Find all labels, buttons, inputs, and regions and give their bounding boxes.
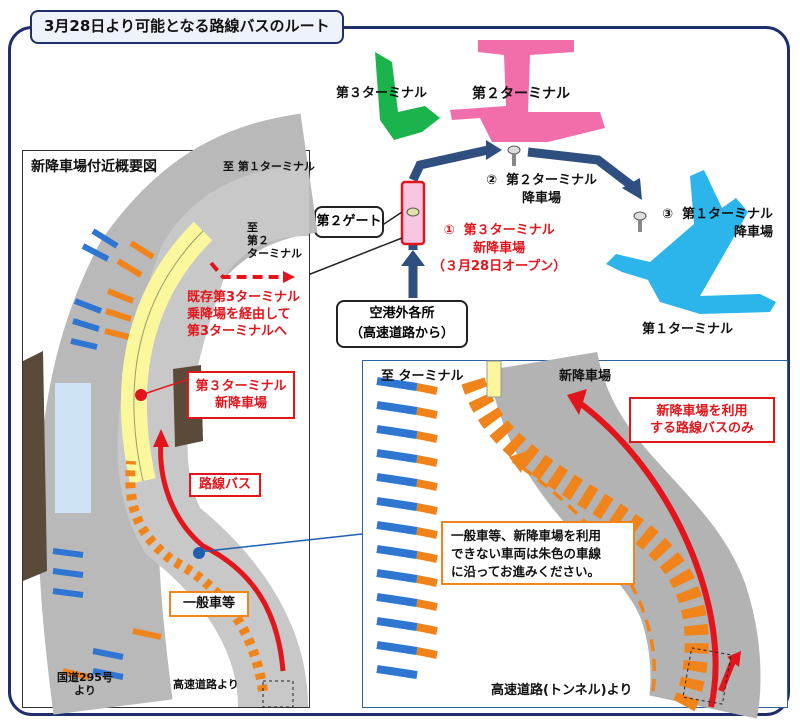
origin-box: 空港外各所 （高速道路から） xyxy=(336,300,468,348)
bus-label: 路線バス xyxy=(189,473,261,497)
arrow-head-t1 xyxy=(622,178,642,200)
route295-label: 国道295号 より xyxy=(57,671,113,697)
t2-stop-label: ② 第２ターミナル 降車場 xyxy=(486,173,598,206)
terminal2-shape xyxy=(450,40,605,142)
general-label: 一般車等 xyxy=(169,591,249,617)
route-arrow-to-t1 xyxy=(527,147,635,190)
gate-box: 第２ゲート xyxy=(314,206,384,238)
right-new-stop-label: 新降車場 xyxy=(559,369,612,384)
to-terminal-label: 至 ターミナル xyxy=(381,369,464,384)
t3-new-stop-label: ① 第３ターミナル 新降車場 （３月28日オープン） xyxy=(432,223,567,274)
terminal2-label: 第２ターミナル xyxy=(472,86,570,102)
arrow-head-t2 xyxy=(486,140,502,160)
bus-only-box: 新降車場を利用 する路線バスのみ xyxy=(629,397,775,443)
terminal3-label: 第３ターミナル xyxy=(336,86,428,101)
t1-stop-marker xyxy=(633,211,647,232)
terminal1-shape xyxy=(606,170,776,314)
orange-lane xyxy=(461,377,709,714)
to-t2-label: 至 第２ ターミナル xyxy=(247,221,302,260)
right-panel: 至 ターミナル 新降車場 新降車場を利用 する路線バスのみ 一般車等、新降車場を… xyxy=(362,350,788,719)
expressway-label: 高速道路より xyxy=(173,678,239,691)
t1-stop-label: ③ 第１ターミナル 降車場 xyxy=(662,207,774,240)
route-arrow-to-t2 xyxy=(408,145,489,182)
general-note-box: 一般車等、新降車場を利用 できない車両は朱色の車線 に沿ってお進みください。 xyxy=(441,521,635,585)
terminal1-label: 第１ターミナル xyxy=(642,322,734,337)
general-route-line xyxy=(125,460,268,692)
right-map xyxy=(376,350,761,719)
t2-stop-marker xyxy=(507,145,521,166)
expressway-tunnel-label: 高速道路(トンネル)より xyxy=(491,683,633,698)
left-panel-title: 新降車場付近概要図 xyxy=(31,159,157,175)
page-title: 3月28日より可能となる路線バスのルート xyxy=(30,10,344,44)
existing-route-label: 既存第3ターミナル 乗降場を経由して 第3ターミナルへ xyxy=(187,290,301,339)
terminal3-shape xyxy=(375,52,440,140)
to-t1-label: 至 第１ターミナル xyxy=(223,160,315,173)
left-panel: 新降車場付近概要図 至 第１ターミナル 至 第２ ターミナル 既存第3ターミナル… xyxy=(22,113,319,715)
bus-arrow xyxy=(575,398,719,708)
new-stop-box: 第３ターミナル 新降車場 xyxy=(187,371,295,419)
